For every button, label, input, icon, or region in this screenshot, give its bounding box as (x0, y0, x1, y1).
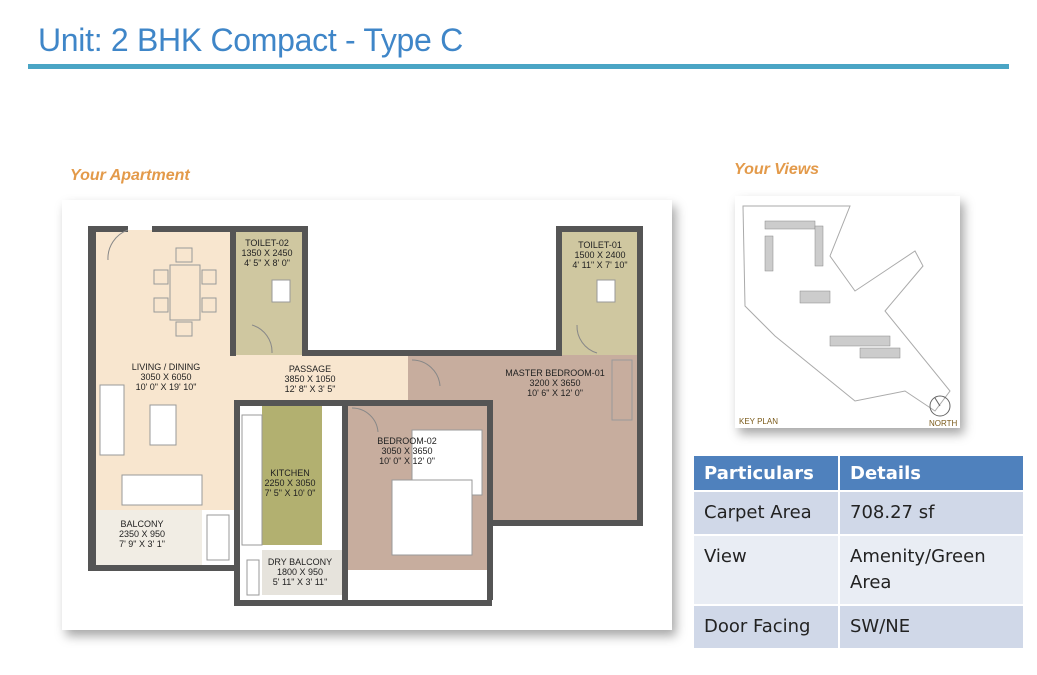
toilet-02-room (234, 230, 304, 355)
balcony-label-imperial: 7' 9" X 3' 1" (119, 539, 165, 549)
toilet1-label-metric: 1500 X 2400 (574, 250, 625, 260)
passage-label-metric: 3850 X 1050 (284, 374, 335, 384)
toilet2-label-imperial: 4' 5" X 8' 0" (244, 258, 290, 268)
master-label-metric: 3200 X 3650 (529, 378, 580, 388)
row-view-value: Amenity/Green Area (838, 534, 1025, 606)
toilet1-label-name: TOILET-01 (578, 240, 622, 250)
walls (88, 226, 643, 606)
drybalcony-label-imperial: 5' 11" X 3' 11" (273, 577, 328, 587)
table-row: View Amenity/Green Area (692, 534, 1025, 606)
site-boundary (742, 205, 951, 412)
bedroom2-label-metric: 3050 X 3650 (381, 446, 432, 456)
master-label-name: MASTER BEDROOM-01 (505, 368, 605, 378)
dry-balcony-room (262, 550, 342, 595)
passage-label-imperial: 12' 8" X 3' 5" (285, 384, 336, 394)
particulars-table: Particulars Details Carpet Area 708.27 s… (692, 454, 1025, 650)
drybalcony-label-name: DRY BALCONY (268, 557, 332, 567)
balcony-label-name: BALCONY (120, 519, 163, 529)
living-label-imperial: 10' 0" X 19' 10" (136, 382, 197, 392)
row-door-facing-value: SW/NE (838, 604, 1025, 650)
kitchen-room (262, 405, 322, 545)
row-carpet-area-value: 708.27 sf (838, 490, 1025, 536)
key-plan-label: KEY PLAN (739, 417, 778, 426)
passage-room (234, 355, 408, 405)
bedroom2-label-name: BEDROOM-02 (377, 436, 437, 446)
kitchen-label-imperial: 7' 5" X 10' 0" (265, 488, 316, 498)
title-underline (28, 64, 1009, 69)
living-label-name: LIVING / DINING (132, 362, 201, 372)
table-row: Door Facing SW/NE (692, 604, 1025, 650)
row-view-label: View (692, 534, 840, 606)
north-arrow-icon (929, 395, 951, 417)
floor-plan-card: LIVING / DINING 3050 X 6050 10' 0" X 19'… (62, 200, 672, 630)
kitchen-label-name: KITCHEN (270, 468, 310, 478)
row-door-facing-label: Door Facing (692, 604, 840, 650)
page-title: Unit: 2 BHK Compact - Type C (38, 22, 463, 58)
north-label: NORTH (929, 419, 958, 428)
toilet2-label-name: TOILET-02 (245, 238, 289, 248)
table-header-row: Particulars Details (692, 454, 1025, 492)
table-row: Carpet Area 708.27 sf (692, 490, 1025, 536)
balcony-room (94, 510, 202, 565)
toilet1-label-imperial: 4' 11" X 7' 10" (572, 260, 627, 270)
floor-plan-drawing: LIVING / DINING 3050 X 6050 10' 0" X 19'… (88, 226, 643, 606)
kitchen-label-metric: 2250 X 3050 (264, 478, 315, 488)
passage-label-name: PASSAGE (289, 364, 331, 374)
bedroom2-label-imperial: 10' 0" X 12' 0" (379, 456, 435, 466)
balcony-label-metric: 2350 X 950 (119, 529, 165, 539)
furniture (99, 247, 633, 596)
key-plan-card: KEY PLAN NORTH (735, 196, 960, 428)
living-dining-room (94, 230, 234, 510)
views-section-label: Your Views (734, 161, 820, 178)
drybalcony-label-metric: 1800 X 950 (277, 567, 323, 577)
header-details: Details (838, 454, 1025, 492)
building-blocks (764, 220, 901, 359)
toilet2-label-metric: 1350 X 2450 (241, 248, 292, 258)
apartment-section-label: Your Apartment (70, 167, 190, 184)
header-particulars: Particulars (692, 454, 840, 492)
key-plan-drawing: KEY PLAN NORTH (739, 205, 958, 428)
row-carpet-area-label: Carpet Area (692, 490, 840, 536)
living-label-metric: 3050 X 6050 (140, 372, 191, 382)
master-label-imperial: 10' 6" X 12' 0" (527, 388, 583, 398)
doors (107, 229, 598, 433)
